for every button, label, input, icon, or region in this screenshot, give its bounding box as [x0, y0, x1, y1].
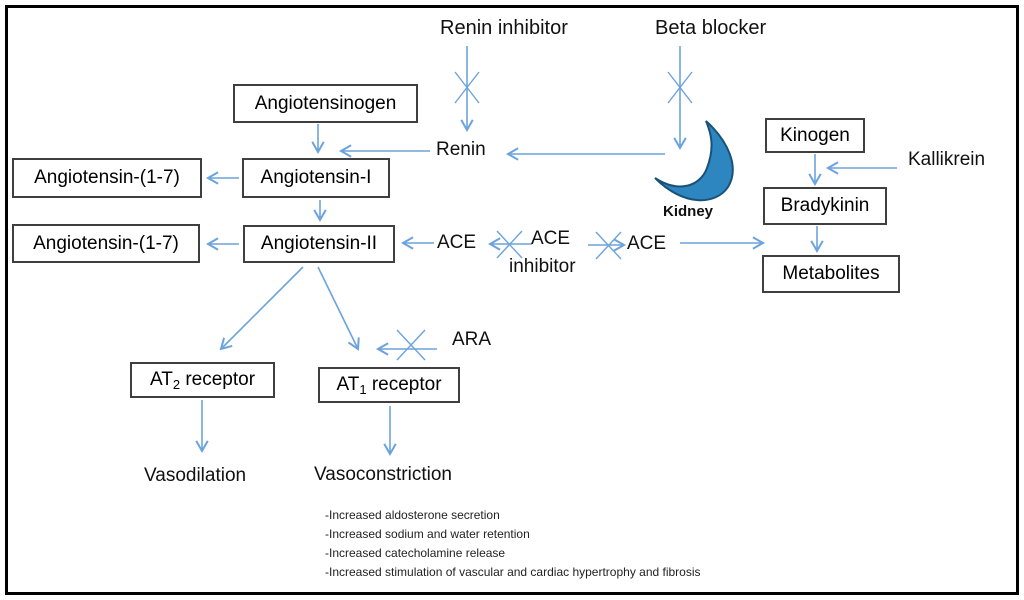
- label-beta-blocker: Beta blocker: [655, 17, 767, 39]
- box-bradykinin: Bradykinin: [763, 187, 887, 225]
- box-at1-receptor-label: AT1 receptor: [336, 374, 441, 397]
- at2-subscript: 2: [172, 376, 181, 392]
- at1-prefix: AT: [336, 373, 360, 395]
- at2-prefix: AT: [149, 368, 173, 390]
- at2-suffix: receptor: [180, 368, 256, 390]
- effect-item: -Increased aldosterone secretion: [325, 508, 500, 522]
- box-at1-receptor: AT1 receptor: [318, 367, 460, 403]
- box-metabolites-label: Metabolites: [782, 263, 880, 284]
- effect-item: -Increased sodium and water retention: [325, 527, 530, 541]
- label-vasodilation: Vasodilation: [144, 465, 247, 486]
- box-angiotensinogen-label: Angiotensinogen: [254, 92, 397, 114]
- box-kinogen: Kinogen: [765, 118, 865, 153]
- label-ace-left: ACE: [437, 232, 477, 253]
- label-renin: Renin: [436, 139, 486, 160]
- box-angiotensin-1-7-top-label: Angiotensin-(1-7): [34, 167, 180, 188]
- label-ace-inhibitor-line1: ACE: [531, 228, 571, 249]
- box-angiotensin-1-7-top: Angiotensin-(1-7): [12, 158, 202, 198]
- at1-subscript: 1: [359, 381, 367, 397]
- arrow-angiotensin-ii-to-at1: [317, 266, 360, 351]
- label-ace-right: ACE: [627, 233, 667, 254]
- effect-item: -Increased catecholamine release: [325, 546, 506, 560]
- label-kidney: Kidney: [663, 203, 714, 220]
- box-angiotensinogen: Angiotensinogen: [233, 84, 418, 123]
- box-angiotensin-1-7-bottom-label: Angiotensin-(1-7): [33, 232, 179, 254]
- box-angiotensin-ii: Angiotensin-II: [243, 225, 395, 263]
- box-angiotensin-1-7-bottom: Angiotensin-(1-7): [12, 224, 200, 263]
- vasoconstriction-effects-list: -Increased aldosterone secretion -Increa…: [325, 506, 701, 582]
- x-mark-ace-inhibitor-left: [496, 230, 523, 259]
- box-angiotensin-i: Angiotensin-I: [242, 158, 390, 198]
- label-kallikrein: Kallikrein: [908, 149, 986, 170]
- label-renin-inhibitor: Renin inhibitor: [440, 17, 568, 39]
- kidney-shape: [654, 120, 734, 202]
- box-kinogen-label: Kinogen: [780, 124, 850, 146]
- x-mark-ace-inhibitor-right: [595, 231, 622, 260]
- label-ara: ARA: [452, 329, 492, 350]
- arrow-angiotensin-ii-to-at2: [219, 266, 304, 351]
- box-bradykinin-label: Bradykinin: [780, 195, 870, 216]
- box-angiotensin-ii-label: Angiotensin-II: [260, 233, 378, 254]
- box-at2-receptor-label: AT2 receptor: [150, 369, 255, 392]
- box-angiotensin-i-label: Angiotensin-I: [260, 167, 372, 188]
- x-mark-renin-inhibitor: [454, 71, 480, 104]
- label-vasoconstriction: Vasoconstriction: [314, 464, 452, 485]
- label-ace-inhibitor-line2: inhibitor: [509, 256, 576, 277]
- at1-suffix: receptor: [366, 373, 442, 395]
- effect-item: -Increased stimulation of vascular and c…: [325, 565, 701, 579]
- x-mark-ara: [396, 329, 426, 361]
- box-metabolites: Metabolites: [762, 255, 900, 293]
- x-mark-beta-blocker: [667, 71, 693, 104]
- box-at2-receptor: AT2 receptor: [130, 362, 275, 398]
